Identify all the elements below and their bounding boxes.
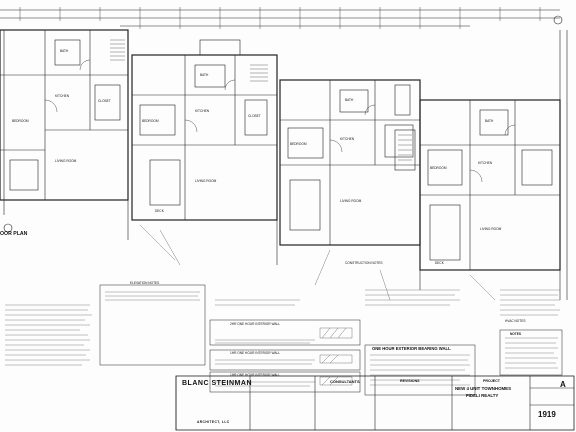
room-label: DECK <box>435 261 444 265</box>
room-label: LIVING ROOM <box>55 159 77 163</box>
room-label: DECK <box>155 209 164 213</box>
revisions-heading: REVISIONS <box>400 379 420 383</box>
room-label: KITCHEN <box>478 161 492 165</box>
consultants-heading: CONSULTANTS <box>330 379 360 384</box>
project-client: FIDELI REALTY <box>466 393 499 398</box>
room-label: BATH <box>200 73 209 77</box>
room-label: LIVING ROOM <box>195 179 217 183</box>
sheet-letter: A <box>560 380 566 389</box>
room-label: CLOSET <box>98 99 111 103</box>
project-label: PROJECT <box>483 379 500 383</box>
room-label: BATH <box>485 119 494 123</box>
firm-subtitle: ARCHITECT, LLC <box>197 420 230 424</box>
sheet-number: 1919 <box>538 410 556 419</box>
room-label: LIVING ROOM <box>340 199 362 203</box>
firm-name: BLANC STEINMAN <box>182 380 252 387</box>
room-label: BATH <box>345 98 354 102</box>
room-label: KITCHEN <box>55 94 69 98</box>
plan-title: OOR PLAN <box>0 231 28 237</box>
construction-notes-heading: CONSTRUCTION NOTES <box>345 261 383 265</box>
room-label: BATH <box>60 49 69 53</box>
room-label: BEDROOM <box>290 142 307 146</box>
room-label: BEDROOM <box>12 119 29 123</box>
room-label: BEDROOM <box>430 166 447 170</box>
wall-detail-heading: 2HR ONE HOUR INTERIOR WALL <box>230 322 281 326</box>
wall-detail-heading: 1HR ONE HOUR INTERIOR WALL <box>230 373 281 377</box>
exterior-wall-heading: ONE HOUR EXTERIOR BEARING WALL <box>372 346 451 351</box>
project-title: NEW 4 UNIT TOWNHOMES <box>455 386 512 391</box>
notes-heading: NOTES <box>510 332 521 336</box>
hvac-notes-heading: HVAC NOTES <box>505 319 526 323</box>
room-label: BEDROOM <box>142 119 159 123</box>
elevation-notes-heading: ELEVATION NOTES <box>130 281 160 285</box>
room-label: KITCHEN <box>340 137 354 141</box>
wall-detail-heading: 1HR ONE HOUR INTERIOR WALL <box>230 351 281 355</box>
room-label: KITCHEN <box>195 109 209 113</box>
room-label: LIVING ROOM <box>480 227 502 231</box>
room-label: CLOSET <box>248 114 261 118</box>
